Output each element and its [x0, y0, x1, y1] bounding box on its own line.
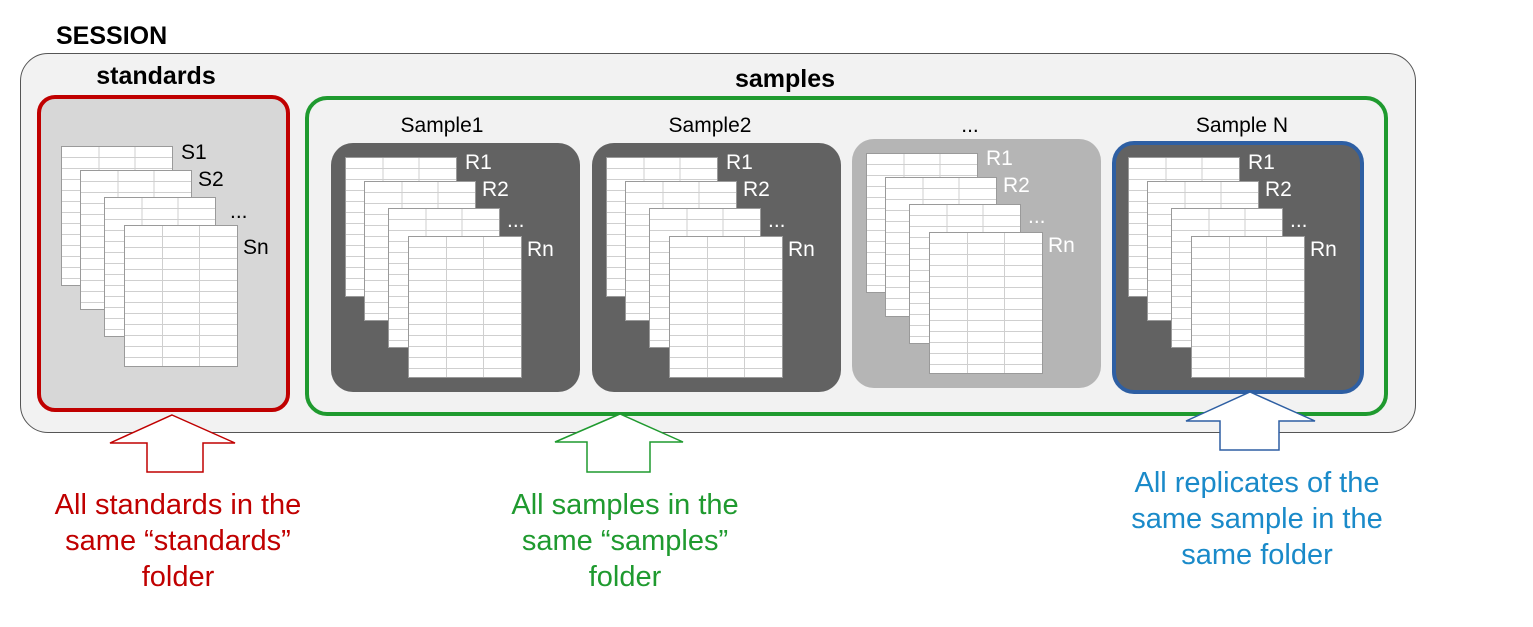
- standard-sheet: [124, 225, 238, 367]
- replicate-label-r1: R1: [986, 147, 1013, 170]
- caption-line: same “standards”: [65, 525, 291, 557]
- replicate-label-ellipsis: ...: [1028, 205, 1046, 228]
- replicate-label-r2: R2: [743, 178, 770, 201]
- samples-title: samples: [734, 65, 836, 93]
- caption-line: All replicates of the: [1134, 467, 1380, 499]
- replicate-label-rn: Rn: [1310, 238, 1337, 261]
- standard-label-ellipsis: ...: [230, 200, 248, 223]
- replicates-caption: All replicates of the same sample in the…: [1095, 465, 1419, 573]
- replicate-label-ellipsis: ...: [768, 209, 786, 232]
- standards-title: standards: [96, 62, 216, 90]
- replicate-label-r1: R1: [1248, 151, 1275, 174]
- sample-card-n: R1 R2 ... Rn: [1112, 141, 1364, 394]
- samples-folder: [305, 96, 1388, 416]
- replicate-label-rn: Rn: [527, 238, 554, 261]
- caption-line: All standards in the: [54, 489, 302, 521]
- standard-label-s2: S2: [198, 168, 224, 191]
- session-title: SESSION: [56, 22, 168, 50]
- replicate-label-rn: Rn: [788, 238, 815, 261]
- caption-line: folder: [141, 561, 215, 593]
- replicates-arrow: [1185, 391, 1316, 451]
- replicate-label-r2: R2: [482, 178, 509, 201]
- sample-card-label: Sample2: [668, 114, 752, 137]
- standard-label-s1: S1: [181, 141, 207, 164]
- replicate-sheet: [669, 236, 783, 378]
- replicate-label-ellipsis: ...: [507, 209, 525, 232]
- sample-card-2: R1 R2 ... Rn: [592, 143, 841, 392]
- replicate-sheet: [408, 236, 522, 378]
- caption-line: All samples in the: [511, 489, 739, 521]
- samples-caption: All samples in the same “samples” folder: [475, 487, 775, 595]
- caption-line: same sample in the: [1131, 503, 1383, 535]
- replicate-label-rn: Rn: [1048, 234, 1075, 257]
- replicate-label-r1: R1: [726, 151, 753, 174]
- standard-label-sn: Sn: [243, 236, 269, 259]
- caption-line: folder: [588, 561, 662, 593]
- standards-caption: All standards in the same “standards” fo…: [28, 487, 328, 595]
- sample-card-label: Sample1: [400, 114, 484, 137]
- replicate-label-ellipsis: ...: [1290, 209, 1308, 232]
- sample-card-1: R1 R2 ... Rn: [331, 143, 580, 392]
- sample-card-label: Sample N: [1195, 114, 1289, 137]
- replicate-label-r2: R2: [1003, 174, 1030, 197]
- sample-card-ellipsis: R1 R2 ... Rn: [852, 139, 1101, 388]
- standards-arrow: [109, 414, 236, 473]
- sample-card-label: ...: [961, 114, 979, 137]
- caption-line: same “samples”: [521, 525, 729, 557]
- replicate-sheet: [929, 232, 1043, 374]
- replicate-sheet: [1191, 236, 1305, 378]
- replicate-label-r2: R2: [1265, 178, 1292, 201]
- replicate-label-r1: R1: [465, 151, 492, 174]
- samples-arrow: [554, 413, 684, 473]
- caption-line: same folder: [1181, 539, 1333, 571]
